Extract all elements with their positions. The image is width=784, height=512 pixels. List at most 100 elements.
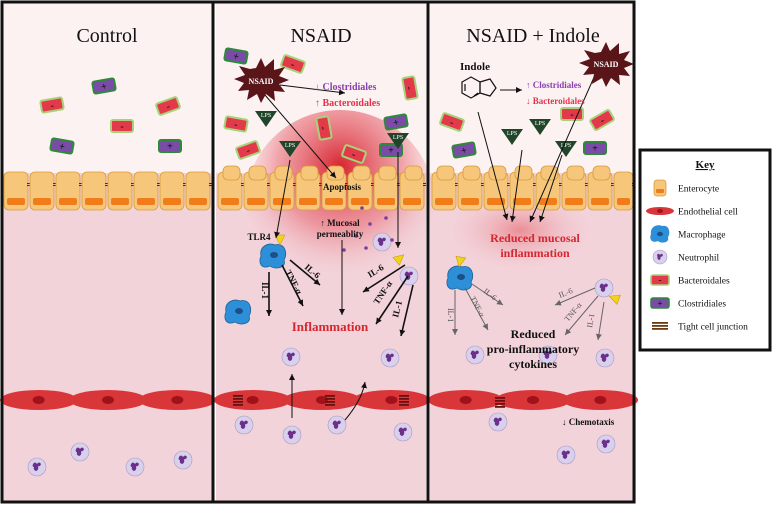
svg-text:+: + xyxy=(58,141,66,153)
clostridiales-icon: + xyxy=(650,297,670,309)
indole-label: Indole xyxy=(460,61,490,73)
svg-text:+: + xyxy=(232,51,240,63)
symbols-layer xyxy=(234,42,634,103)
il6-reduced-arrow xyxy=(471,283,504,306)
indole-clostridiales-shift: ↑ Clostridiales xyxy=(526,80,582,90)
neutrophil-icon xyxy=(327,415,347,435)
key-item-label: Clostridiales xyxy=(678,300,726,310)
lps-icon: LPS xyxy=(529,119,551,135)
indole-bacteroidales-shift: ↓ Bacteroidales xyxy=(526,96,585,106)
neutrophil-icon xyxy=(281,347,301,367)
indole-il1-label: IL-1 xyxy=(446,308,455,322)
endothelial-cell-icon xyxy=(214,390,292,410)
tnfa-right-arrow xyxy=(375,275,409,325)
svg-text:+: + xyxy=(657,299,662,309)
key-item-label: Neutrophil xyxy=(678,254,720,264)
lps-icon: LPS xyxy=(555,141,577,157)
neutrophil-icon xyxy=(399,266,419,286)
enterocyte-icon xyxy=(81,171,108,211)
enterocyte-icon xyxy=(321,171,348,211)
lps-icon: LPS xyxy=(279,141,301,157)
svg-text:+: + xyxy=(592,144,598,155)
endothelial-cell-icon xyxy=(646,207,674,215)
macrophage-icon xyxy=(259,243,287,269)
enterocyte-icon xyxy=(3,171,30,211)
enterocyte-icon xyxy=(217,171,244,211)
endothelial-cell-icon xyxy=(428,390,504,410)
villus-tip-icon xyxy=(436,165,455,181)
enterocyte-icon xyxy=(561,171,588,211)
reduced-inflammation-line2: inflammation xyxy=(500,246,570,260)
chemotaxis-label: ↓ Chemotaxis xyxy=(562,417,615,427)
bacteroidales-icon: - xyxy=(401,75,419,101)
enterocyte-icon xyxy=(457,171,484,211)
svg-text:-: - xyxy=(120,122,123,133)
clostridiales-icon: + xyxy=(158,139,182,153)
epithelium xyxy=(3,165,635,211)
enterocyte-icon xyxy=(653,179,667,197)
svg-text:-: - xyxy=(570,110,573,121)
villus-tip-icon xyxy=(378,165,397,181)
enterocyte-icon xyxy=(107,171,134,211)
nsaid-indole-drug-label: NSAID xyxy=(594,60,619,69)
endothelium xyxy=(0,390,638,410)
text-layer: Control NSAID NSAID + Indole NSAID NSAID… xyxy=(76,25,618,427)
svg-text:-: - xyxy=(165,101,172,112)
svg-text:LPS: LPS xyxy=(285,143,295,149)
key-item: Neutrophil xyxy=(652,249,720,265)
permeability-label-line1: ↑ Mucosal xyxy=(320,218,360,228)
macrophage-icon xyxy=(650,225,670,243)
svg-text:LPS: LPS xyxy=(261,113,271,119)
endothelial-cell-icon xyxy=(283,390,361,410)
enterocyte-icon xyxy=(55,171,82,211)
enterocyte-icon xyxy=(185,171,212,211)
clostridiales-icon: + xyxy=(379,143,403,157)
villus-tip-icon xyxy=(462,165,481,181)
neutrophil-icon xyxy=(27,457,47,477)
nsaid2-to-inflammation-arrow xyxy=(529,74,596,223)
indole-to-inflammation-arrow xyxy=(477,111,509,221)
enterocyte-icon xyxy=(347,171,374,211)
panel-borders xyxy=(0,0,636,504)
bacteroidales-icon: - xyxy=(589,109,615,131)
nsaid-indole-starburst-icon xyxy=(579,42,634,87)
tight-junction-icon xyxy=(652,322,668,330)
svg-text:-: - xyxy=(448,117,455,128)
bacteroidales-icon: - xyxy=(280,54,306,74)
reduced-cytokines-line1: Reduced xyxy=(511,327,556,341)
enterocyte-icon xyxy=(535,171,562,211)
neutrophil-icon xyxy=(234,415,254,435)
svg-text:+: + xyxy=(100,81,108,93)
svg-text:-: - xyxy=(245,145,252,156)
villus-tip-icon xyxy=(566,165,585,181)
svg-text:+: + xyxy=(167,142,173,153)
enterocyte-icon xyxy=(431,171,458,211)
il6-arrow xyxy=(289,259,321,286)
tlr4-receptor-icon xyxy=(392,254,405,266)
endothelial-cell-icon xyxy=(138,390,216,410)
inflammation-label: Inflammation xyxy=(292,319,369,334)
svg-text:+: + xyxy=(388,146,394,157)
key-item: Enterocyte xyxy=(653,179,719,197)
svg-text:-: - xyxy=(50,100,55,111)
enterocyte-icon xyxy=(295,171,322,211)
key-item-label: Tight cell junction xyxy=(678,323,748,333)
neutrophil-icon xyxy=(125,457,145,477)
il6-right-arrow xyxy=(362,264,406,293)
neutrophil-icon xyxy=(556,445,576,465)
reduced-cytokines-line3: cytokines xyxy=(509,357,557,371)
svg-text:LPS: LPS xyxy=(535,121,545,127)
clostridiales-icon: + xyxy=(583,141,607,155)
nsaid-il1-label: IL-1 xyxy=(260,282,270,300)
clostridiales-icon: + xyxy=(91,77,117,95)
nsaid-clostridiales-shift: ↓ Clostridiales xyxy=(315,82,376,93)
key-item: Tight cell junction xyxy=(652,322,748,333)
endothelial-cell-icon xyxy=(562,390,638,410)
nsaid-to-shift-arrow xyxy=(279,84,346,96)
enterocyte-icon xyxy=(269,171,296,211)
villus-tip-icon xyxy=(514,165,533,181)
bacteroidales-icon: - xyxy=(223,115,249,133)
